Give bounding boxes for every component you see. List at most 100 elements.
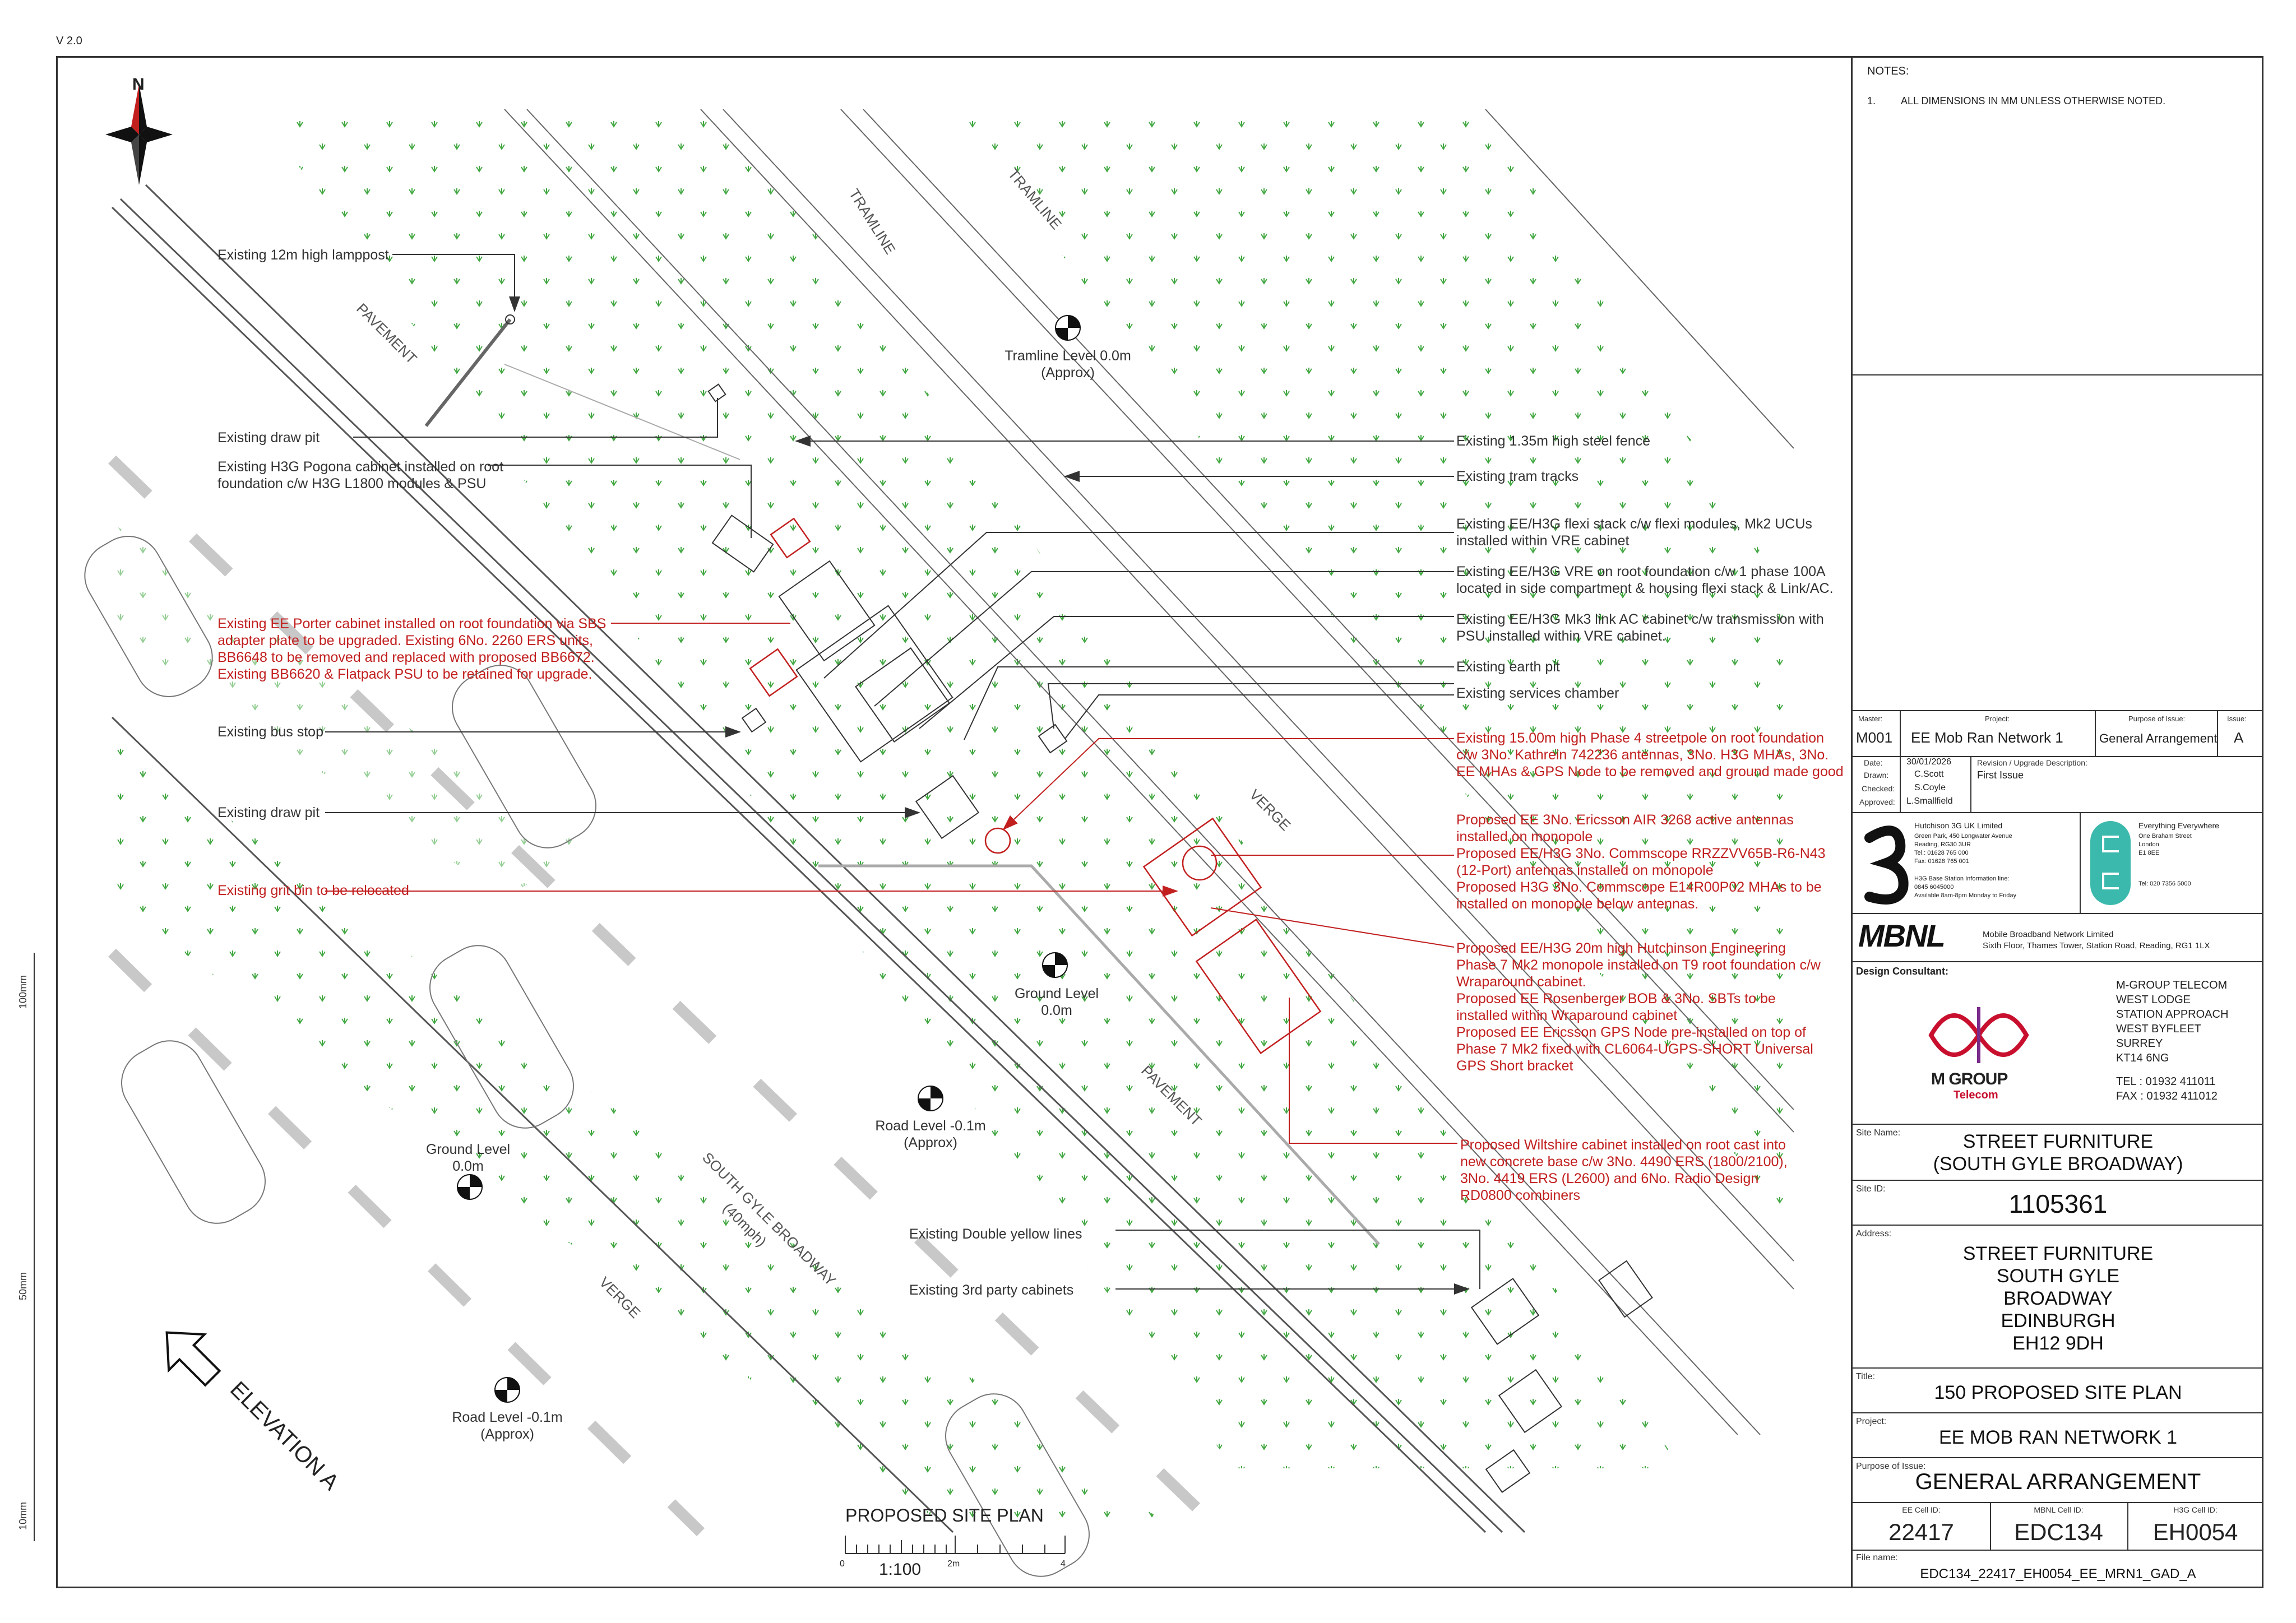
margin-scale-10: 10mm (17, 1501, 29, 1530)
ee-tel: Tel: 020 7356 5000 (2138, 880, 2191, 887)
label-flexi-stack: Existing EE/H3G flexi stack c/w flexi mo… (1456, 516, 1812, 549)
h3g-cell-value: EH0054 (2152, 1519, 2238, 1545)
scale-end: 4 (1061, 1559, 1066, 1569)
tb-file: File name: EDC134_22417_EH0054_EE_MRN1_G… (1853, 1550, 2263, 1587)
master-caption: Master: (1858, 715, 1883, 723)
rev-date-value: 30/01/2026 (1906, 757, 1952, 767)
ee-logo-icon (2090, 821, 2131, 905)
rev-date-label: Date: (1864, 758, 1883, 767)
road-kerbs (111, 184, 1526, 1533)
tb-project: Project: EE MOB RAN NETWORK 1 (1853, 1412, 2263, 1457)
margin-scale-50: 50mm (17, 1272, 29, 1300)
project-caption: Project: (1985, 715, 2010, 723)
tb-operators: Hutchison 3G UK Limited Green Park, 450 … (1853, 812, 2263, 914)
margin-scale (34, 953, 36, 1541)
tram-verge-grass (258, 109, 1682, 1468)
three-logo-icon (1864, 826, 1909, 905)
level-markers (457, 315, 1081, 1403)
h3g-info: H3G Base Station Information line: 0845 … (1914, 875, 2016, 899)
site-plan-drawing (84, 84, 1794, 1577)
mbnl-name: Mobile Broadband Network Limited (1983, 930, 2114, 939)
mbnl-logo: MBNL (1858, 918, 1946, 953)
scale-zero: 0 (840, 1559, 845, 1569)
h3g-name: Hutchison 3G UK Limited (1914, 821, 2003, 830)
issue-value: A (2234, 729, 2244, 746)
mgroup-logo-text: M GROUP (1931, 1070, 2008, 1088)
rev-drawn-label: Drawn: (1864, 771, 1889, 780)
mgroup-address: M-GROUP TELECOM WEST LODGE STATION APPRO… (2116, 979, 2229, 1064)
elevation-arrow-icon (165, 1331, 221, 1387)
note-number: 1. (1867, 95, 1876, 106)
label-steel-fence: Existing 1.35m high steel fence (1456, 433, 1651, 449)
site-id-caption: Site ID: (1856, 1184, 1886, 1194)
proposed-equipment (749, 517, 1322, 1054)
title-caption: Title: (1856, 1372, 1876, 1381)
file-value: EDC134_22417_EH0054_EE_MRN1_GAD_A (1920, 1566, 2196, 1582)
site-name-value: STREET FURNITURE (SOUTH GYLE BROADWAY) (1933, 1131, 2183, 1175)
double-yellow-lines (818, 864, 1380, 1245)
tb-purpose: Purpose of Issue: GENERAL ARRANGEMENT (1853, 1457, 2263, 1502)
proposed-leaders (325, 623, 1457, 1144)
label-wiltshire-cabinet: Proposed Wiltshire cabinet installed on … (1460, 1137, 1788, 1203)
rev-approved-value: L.Smallfield (1906, 796, 1953, 806)
label-vre-cabinet: Existing EE/H3G VRE on root foundation c… (1456, 564, 1834, 596)
label-double-yellow: Existing Double yellow lines (909, 1226, 1082, 1242)
purpose2-caption: Purpose of Issue: (1856, 1462, 1926, 1471)
label-streetpole: Existing 15.00m high Phase 4 streetpole … (1456, 730, 1844, 780)
version-label: V 2.0 (56, 35, 82, 47)
road-lane-line (108, 948, 705, 1537)
plan-title: PROPOSED SITE PLAN (845, 1505, 1044, 1525)
mgroup-logo-sub: Telecom (1954, 1089, 1998, 1101)
road-centre-line (108, 455, 1226, 1537)
label-proposed-antennas: Proposed EE 3No. Ericsson AIR 3268 activ… (1456, 812, 1826, 912)
tb-revision: Date: 30/01/2026 Drawn: C.Scott Checked:… (1853, 756, 2263, 813)
ee-cell-caption: EE Cell ID: (1902, 1505, 1941, 1514)
rev-checked-value: S.Coyle (1914, 783, 1946, 792)
ee-address: One Braham Street London E1 8EE (2138, 833, 2192, 856)
level-road-1: Road Level -0.1m (Approx) (875, 1118, 986, 1151)
label-mk3-cabinet: Existing EE/H3G Mk3 link AC cabinet c/w … (1456, 611, 1824, 644)
tram-tracks (504, 109, 1794, 1435)
parked-cars (84, 536, 1090, 1577)
tb-cell-ids: EE Cell ID: 22417 MBNL Cell ID: EDC134 H… (1853, 1502, 2263, 1551)
level-ground-1: Ground Level 0.0m (1014, 986, 1099, 1018)
tb-site-name: Site Name: STREET FURNITURE (SOUTH GYLE … (1853, 1124, 2263, 1180)
south-verge-grass (109, 729, 1177, 1532)
mbnl-cell-value: EDC134 (2014, 1519, 2103, 1545)
label-tram-tracks: Existing tram tracks (1456, 469, 1579, 484)
mbnl-address: Sixth Floor, Thames Tower, Station Road,… (1983, 941, 2210, 950)
existing-leaders (325, 254, 1480, 1295)
label-proposed-monopole: Proposed EE/H3G 20m high Hutchinson Engi… (1456, 940, 1821, 1074)
level-road-2: Road Level -0.1m (Approx) (452, 1409, 563, 1442)
project-value: EE Mob Ran Network 1 (1911, 729, 2063, 746)
fence-line (504, 364, 740, 460)
scale-ratio: 1:100 (879, 1560, 922, 1579)
scale-bar (845, 1536, 1066, 1554)
rev-approved-label: Approved: (1859, 797, 1895, 806)
notes-heading: NOTES: (1867, 65, 1909, 77)
tb-title: Title: 150 PROPOSED SITE PLAN (1853, 1367, 2263, 1412)
label-draw-pit-2: Existing draw pit (217, 805, 320, 820)
site-id-value: 1105361 (2008, 1189, 2108, 1218)
label-bus-stop: Existing bus stop (217, 724, 323, 740)
label-pogona-cabinet: Existing H3G Pogona cabinet installed on… (217, 459, 504, 491)
label-third-party-cabinets: Existing 3rd party cabinets (909, 1282, 1074, 1298)
north-arrow-icon (105, 84, 173, 185)
ee-name: Everything Everywhere (2138, 821, 2219, 830)
title-block: NOTES: 1. ALL DIMENSIONS IN MM UNLESS OT… (1851, 56, 2263, 1588)
h3g-cell-caption: H3G Cell ID: (2173, 1505, 2218, 1514)
label-grit-bin: Existing grit bin to be relocated (217, 883, 409, 898)
note-text: ALL DIMENSIONS IN MM UNLESS OTHERWISE NO… (1901, 95, 2166, 106)
site-name-caption: Site Name: (1856, 1128, 1901, 1138)
purpose-value: General Arrangement (2099, 731, 2218, 745)
title-value: 150 PROPOSED SITE PLAN (1934, 1382, 2182, 1403)
label-services-chamber: Existing services chamber (1456, 685, 1619, 701)
mbnl-cell-caption: MBNL Cell ID: (2034, 1505, 2084, 1514)
level-ground-2: Ground Level 0.0m (425, 1142, 511, 1174)
revision-caption: Revision / Upgrade Description: (1977, 758, 2087, 767)
rev-checked-label: Checked: (1862, 784, 1895, 793)
purpose2-value: GENERAL ARRANGEMENT (1915, 1469, 2201, 1494)
address-value: STREET FURNITURE SOUTH GYLE BROADWAY EDI… (1962, 1243, 2154, 1354)
purpose-caption: Purpose of Issue: (2128, 715, 2186, 723)
file-caption: File name: (1856, 1553, 1898, 1562)
